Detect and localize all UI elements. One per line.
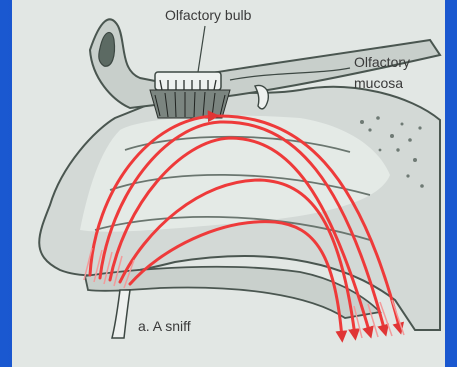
label-olfactory-mucosa-line2: mucosa (354, 75, 403, 91)
label-olfactory-bulb: Olfactory bulb (165, 7, 251, 23)
olfactory-mucosa-tissue (150, 90, 230, 118)
figure-caption: a. A sniff (138, 318, 191, 334)
bulb-leader-line (198, 26, 205, 72)
olfactory-bulb-structure (155, 72, 221, 90)
label-olfactory-mucosa-line1: Olfactory (354, 54, 410, 70)
incisor (112, 290, 130, 338)
